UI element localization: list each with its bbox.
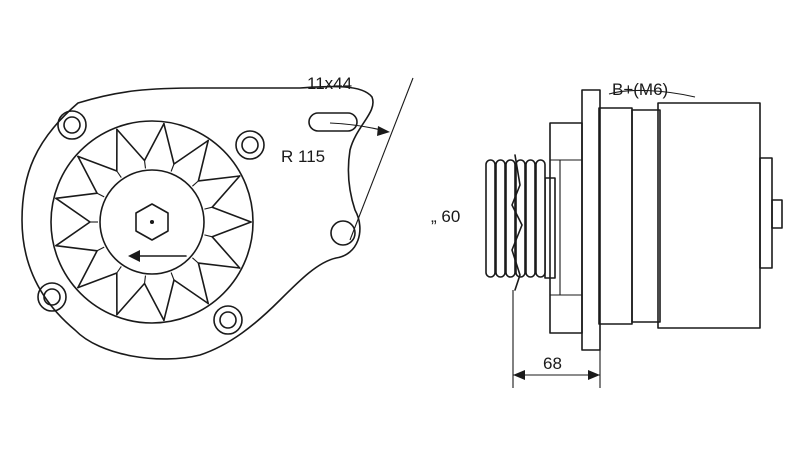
mount-plate <box>581 89 601 351</box>
fan-blade-root <box>170 163 175 172</box>
fan-blade-root <box>96 246 105 252</box>
fan-blade-root <box>204 234 213 238</box>
mounting-lug-top-right <box>235 130 265 160</box>
offset-dimension <box>512 290 601 388</box>
terminal-leader <box>608 89 696 98</box>
rotation-arrow <box>128 250 187 262</box>
fan-blade <box>77 128 118 172</box>
fan-outer-ring <box>50 120 254 324</box>
terminal-label: B+(M6) <box>612 80 668 99</box>
pivot-hole <box>330 220 356 246</box>
mounting-lug-bottom-left <box>37 282 67 312</box>
pulley-rib <box>485 159 496 278</box>
shaft-center <box>149 219 155 225</box>
break-mark <box>511 154 523 291</box>
rear-housing <box>657 102 761 329</box>
rear-terminal <box>771 199 783 229</box>
fan-blade-root <box>192 257 199 264</box>
bearing-boss <box>549 122 583 334</box>
fan-blade <box>163 122 209 165</box>
offset-label: 68 <box>543 354 562 373</box>
mounting-lug-bottom-right <box>213 305 243 335</box>
fan-blade <box>116 282 165 322</box>
pulley-rib <box>495 159 506 278</box>
fan-blade-root <box>204 206 213 210</box>
fan-blade-root <box>116 170 122 178</box>
pulley-rib <box>525 159 536 278</box>
fan-blades <box>55 122 252 322</box>
fan-blade-root <box>96 192 105 198</box>
fan-blade-root <box>143 160 147 169</box>
stator-ring <box>631 109 661 323</box>
fan-blade <box>116 122 165 162</box>
slot-dimension <box>329 77 414 241</box>
pulley-rib <box>505 159 516 278</box>
front-flange <box>598 107 633 325</box>
pulley-rib <box>515 159 526 278</box>
fan-blade <box>55 197 91 247</box>
fan-blade-root <box>170 272 175 281</box>
fan-blade <box>77 272 118 316</box>
pulley-diameter-label: „ 60 <box>431 207 460 226</box>
pulley-rib <box>535 159 546 278</box>
front-view: 11x44 R 115 <box>21 74 414 360</box>
fan-blade-root <box>143 275 147 284</box>
fan-blade-root <box>116 266 122 274</box>
adjusting-slot <box>308 112 358 132</box>
side-view: B+(M6) „ 60 68 <box>431 80 783 388</box>
fan-blade <box>163 279 209 322</box>
rear-cover <box>759 157 773 269</box>
mounting-lug-top-left <box>57 110 87 140</box>
radius-label: R 115 <box>281 147 325 166</box>
housing-outline <box>21 85 374 360</box>
fan-blade-root <box>192 180 199 187</box>
pulley-grooves <box>485 159 546 278</box>
slot-size-label: 11x44 <box>307 74 352 93</box>
